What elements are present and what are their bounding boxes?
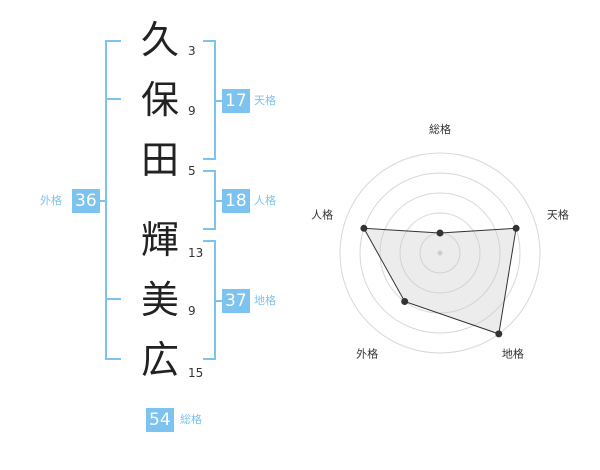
radar-point-1 [436, 229, 444, 237]
gaikaku-bracket-top [105, 40, 121, 42]
chikaku-bracket-bottom [203, 358, 216, 360]
radar-axis-label-1: 総格 [429, 122, 451, 136]
chikaku-label: 地格 [254, 294, 276, 307]
radar-ring-4 [359, 172, 521, 334]
tenkaku-bracket-bottom [203, 158, 216, 160]
radar-area [363, 227, 517, 335]
radar-center-dot [437, 250, 443, 256]
jinkaku-label: 人格 [254, 194, 276, 207]
radar-ring-2 [399, 212, 481, 294]
name-char-4: 輝 [140, 218, 179, 262]
gaikaku-bracket-stub [98, 200, 106, 202]
radar-point-3 [495, 330, 503, 338]
jinkaku-bracket-stub [214, 200, 222, 202]
name-char-1: 久 [140, 18, 179, 62]
tenkaku-value-badge: 17 [222, 89, 250, 113]
gaikaku-bracket-mid2 [105, 298, 121, 300]
radar-axis-label-2: 天格 [547, 208, 569, 222]
name-char-2: 保 [140, 78, 179, 122]
gaikaku-bracket-line [105, 40, 107, 360]
stroke-count-3: 5 [188, 164, 196, 178]
radar-ring-3 [379, 192, 501, 314]
gaikaku-bracket-bottom [105, 358, 121, 360]
gaikaku-value-badge: 36 [72, 189, 100, 213]
name-char-6: 広 [140, 338, 179, 382]
stroke-count-6: 15 [188, 366, 204, 380]
radar-point-4 [401, 298, 409, 305]
radar-point-2 [512, 224, 520, 232]
stroke-count-2: 9 [188, 104, 196, 118]
tenkaku-label: 天格 [254, 94, 276, 107]
stroke-count-4: 13 [188, 246, 204, 260]
chikaku-bracket-stub [214, 300, 222, 302]
soukaku-label: 総格 [180, 413, 202, 426]
gaikaku-label: 外格 [40, 194, 62, 207]
soukaku-value-badge: 54 [146, 408, 174, 432]
chikaku-bracket-top [203, 240, 216, 242]
radar-axis-label-5: 人格 [311, 208, 333, 222]
jinkaku-bracket-bottom [203, 228, 216, 230]
name-char-5: 美 [140, 278, 179, 322]
gaikaku-bracket-mid1 [105, 98, 121, 100]
jinkaku-value-badge: 18 [222, 189, 250, 213]
chikaku-value-badge: 37 [222, 289, 250, 313]
name-char-3: 田 [140, 138, 179, 182]
stroke-count-1: 3 [188, 44, 196, 58]
jinkaku-bracket-top [203, 170, 216, 172]
radar-axis-label-4: 外格 [356, 346, 378, 360]
radar-marks [360, 224, 520, 338]
radar-axis-label-3: 地格 [502, 346, 524, 360]
tenkaku-bracket-stub [214, 100, 222, 102]
tenkaku-bracket-top [203, 40, 216, 42]
radar-point-5 [360, 224, 368, 232]
stroke-count-5: 9 [188, 304, 196, 318]
